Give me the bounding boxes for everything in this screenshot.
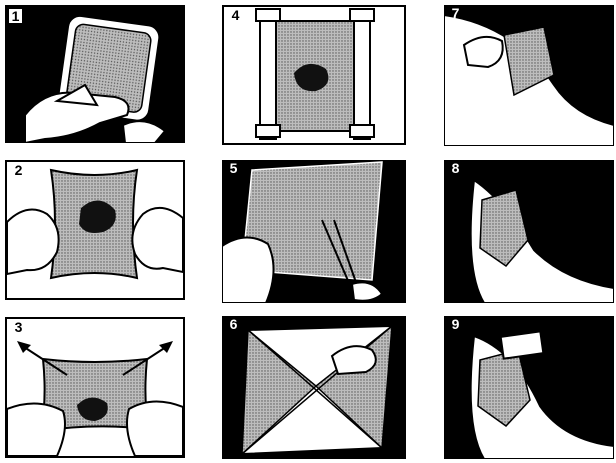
step-number: 5 [225,161,242,179]
heel-secured-icon [444,316,614,459]
step-9-panel: 9 [444,316,614,459]
cut-dressing-icon [222,160,406,303]
secure-with-tape-icon [224,7,404,143]
step-3-panel: 3 [5,317,185,458]
step-6-panel: 6 [222,316,406,459]
step-8-panel: 8 [444,160,614,303]
peel-backing-icon [5,5,185,143]
step-5-panel: 5 [222,160,406,303]
step-number: 3 [10,320,27,338]
step-number: 2 [10,163,27,181]
step-1-panel: 1 [5,5,185,143]
apply-to-heel-icon [444,5,614,146]
stretch-dressing-icon [7,319,183,456]
step-number: 9 [447,317,464,335]
step-number: 6 [225,317,242,335]
step-4-panel: 4 [222,5,406,145]
heel-wrapped-icon [444,160,614,303]
fold-corners-icon [222,316,406,459]
step-number: 8 [447,161,464,179]
step-number: 1 [7,7,24,25]
step-number: 7 [447,6,464,24]
step-2-panel: 2 [5,160,185,300]
step-number: 4 [227,8,244,26]
step-7-panel: 7 [444,5,614,146]
hold-dressing-icon [7,162,183,298]
